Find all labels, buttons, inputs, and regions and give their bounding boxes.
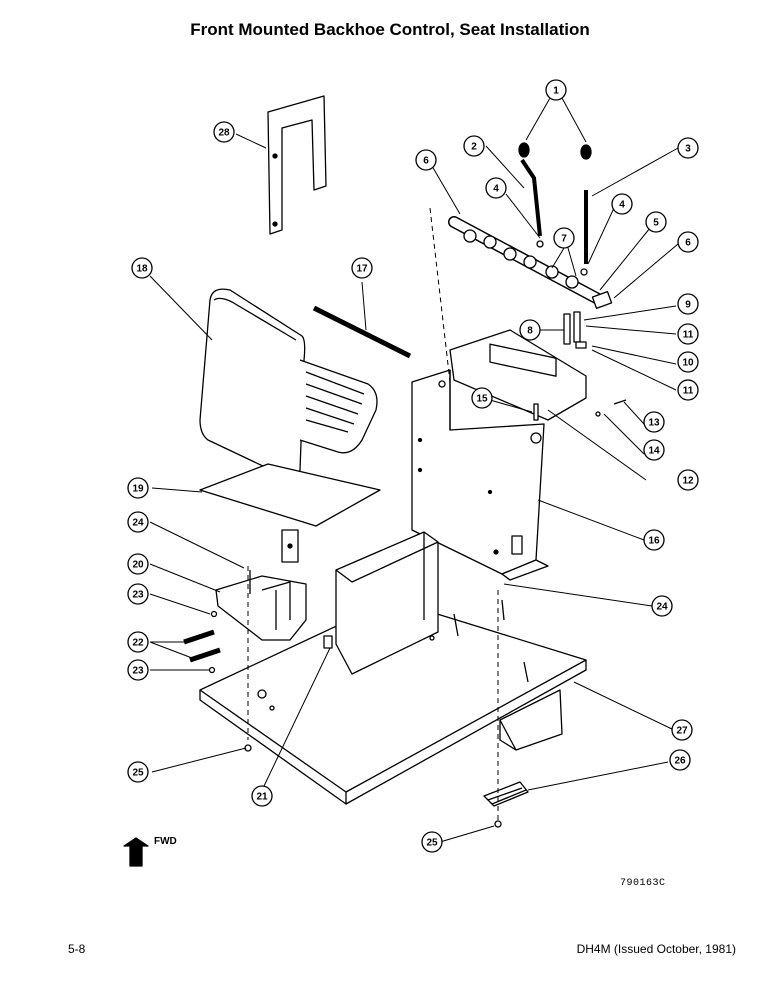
callout-number: 3 (685, 144, 691, 155)
callout-number: 22 (132, 638, 144, 649)
callout-number: 26 (674, 756, 686, 767)
callout-20: 20 (127, 553, 149, 575)
callout-24: 24 (127, 511, 149, 533)
callout-2: 2 (463, 135, 485, 157)
callout-10: 10 (677, 351, 699, 373)
callout-number: 20 (132, 560, 144, 571)
callout-number: 8 (527, 326, 533, 337)
callout-6: 6 (677, 231, 699, 253)
callout-24: 24 (651, 595, 673, 617)
callout-number: 24 (132, 518, 144, 529)
callout-number: 10 (682, 358, 694, 369)
callout-1: 1 (545, 79, 567, 101)
callout-number: 15 (476, 394, 488, 405)
seat-mount-bracket (215, 570, 307, 641)
callout-number: 6 (423, 156, 429, 167)
callout-4: 4 (611, 193, 633, 215)
callout-17: 17 (351, 257, 373, 279)
callout-number: 17 (356, 264, 368, 275)
tube (312, 305, 412, 359)
callout-number: 18 (136, 264, 148, 275)
callout-13: 13 (643, 411, 665, 433)
callout-number: 11 (683, 386, 694, 397)
callout-14: 14 (643, 439, 665, 461)
callout-number: 4 (493, 184, 499, 195)
callout-number: 27 (676, 726, 688, 737)
callout-7: 7 (553, 227, 575, 249)
callout-9: 9 (677, 293, 699, 315)
callout-number: 7 (561, 234, 567, 245)
callout-number: 25 (426, 838, 438, 849)
callout-number: 23 (132, 666, 144, 677)
seat-plate (199, 463, 381, 527)
callout-18: 18 (131, 257, 153, 279)
floor-bracket (323, 531, 439, 675)
callout-11: 11 (677, 323, 699, 345)
figure-number: 790163C (620, 878, 666, 889)
callout-5: 5 (645, 211, 667, 233)
control-levers (518, 142, 592, 276)
callout-number: 4 (619, 200, 625, 211)
callout-27: 27 (671, 719, 693, 741)
callout-12: 12 (677, 469, 699, 491)
seat-support-bracket (267, 95, 327, 235)
callout-number: 14 (648, 446, 660, 457)
callout-23: 23 (127, 659, 149, 681)
callout-3: 3 (677, 137, 699, 159)
callout-26: 26 (669, 749, 691, 771)
callout-25: 25 (421, 831, 443, 853)
assembly-lines (247, 207, 499, 820)
callout-number: 25 (132, 768, 144, 779)
callout-6: 6 (415, 149, 437, 171)
page-title: Front Mounted Backhoe Control, Seat Inst… (190, 20, 590, 39)
page-number: 5-8 (68, 942, 86, 956)
pedal (483, 689, 563, 807)
callout-number: 9 (685, 300, 691, 311)
callout-28: 28 (213, 121, 235, 143)
callout-number: 23 (132, 590, 144, 601)
callout-number: 2 (471, 142, 477, 153)
valve-assembly (448, 216, 613, 310)
callout-number: 12 (682, 476, 694, 487)
callout-number: 6 (685, 238, 691, 249)
callout-number: 24 (656, 602, 668, 613)
seat (199, 288, 378, 479)
leader-lines (149, 97, 679, 843)
callout-number: 5 (653, 218, 659, 229)
callout-25: 25 (127, 761, 149, 783)
control-tower (411, 329, 587, 581)
bolts-and-pins (183, 610, 221, 674)
callout-4: 4 (485, 177, 507, 199)
callout-number: 11 (683, 330, 694, 341)
callout-number: 19 (132, 484, 144, 495)
callout-21: 21 (251, 785, 273, 807)
document-reference: DH4M (Issued October, 1981) (576, 942, 736, 956)
callout-number: 16 (648, 536, 660, 547)
callout-8: 8 (519, 319, 541, 341)
callout-16: 16 (643, 529, 665, 551)
callout-23: 23 (127, 583, 149, 605)
small-hardware (533, 311, 627, 421)
callout-number: 13 (648, 418, 660, 429)
floor-panel (199, 599, 587, 805)
direction-label: FWD (154, 836, 177, 847)
callout-number: 21 (256, 792, 268, 803)
callout-19: 19 (127, 477, 149, 499)
seat-post (281, 529, 299, 563)
callout-number: 1 (553, 86, 559, 97)
callout-11: 11 (677, 379, 699, 401)
callout-22: 22 (127, 631, 149, 653)
callout-15: 15 (471, 387, 493, 409)
forward-arrow-icon (123, 837, 149, 867)
callout-number: 28 (218, 128, 230, 139)
